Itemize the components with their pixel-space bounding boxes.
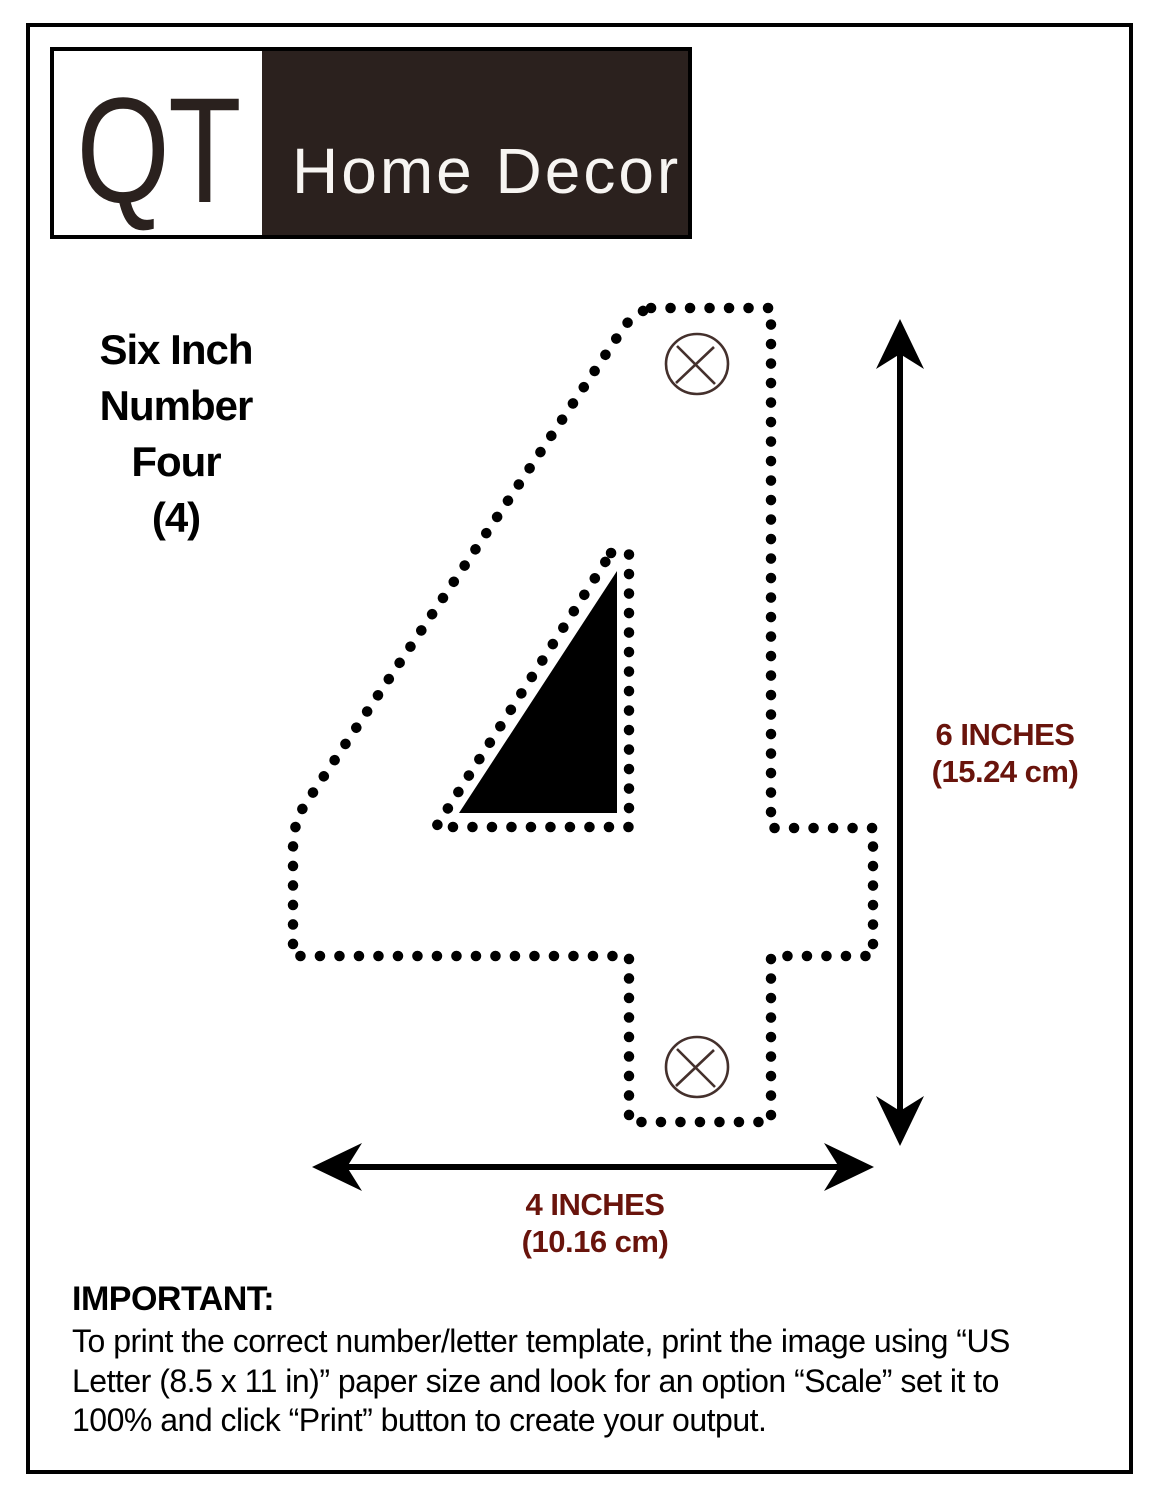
print-instructions-line-3: 100% and click “Print” button to create … — [72, 1402, 767, 1438]
height-dimension-arrow — [876, 319, 924, 1146]
logo-brand-text: Home Decor — [292, 135, 682, 207]
logo-monogram-panel: QT — [54, 51, 262, 235]
width-dimension-arrow — [312, 1143, 874, 1191]
width-dimension-label: 4 INCHES (10.16 cm) — [485, 1186, 705, 1260]
width-metric: (10.16 cm) — [521, 1224, 669, 1259]
brand-logo: QT Home Decor — [50, 47, 692, 239]
print-instructions-line-2: Letter (8.5 x 11 in)” paper size and loo… — [72, 1362, 999, 1399]
digit-outline-dots — [287, 302, 879, 1128]
height-metric: (15.24 cm) — [931, 754, 1079, 789]
height-value: 6 INCHES — [935, 717, 1075, 752]
print-instructions: IMPORTANT: To print the correct number/l… — [72, 1279, 1082, 1441]
width-value: 4 INCHES — [525, 1187, 665, 1222]
screw-hole-marker-top-icon — [664, 332, 730, 396]
logo-brand-panel: Home Decor — [262, 51, 688, 235]
title-line-1: Six Inch — [99, 326, 253, 373]
print-instructions-heading: IMPORTANT: — [72, 1280, 275, 1318]
template-title: Six Inch Number Four (4) — [66, 322, 286, 546]
title-line-4: (4) — [151, 494, 201, 541]
digit-counter-outline-dots — [430, 547, 635, 833]
title-line-2: Number — [99, 382, 254, 429]
title-line-3: Four — [131, 438, 221, 485]
height-dimension-label: 6 INCHES (15.24 cm) — [905, 716, 1105, 790]
digit-counter-triangle — [459, 571, 617, 813]
logo-monogram-text: QT — [76, 66, 241, 234]
print-instructions-line-1: To print the correct number/letter templ… — [72, 1323, 1010, 1359]
screw-hole-marker-bottom-icon — [664, 1035, 730, 1099]
